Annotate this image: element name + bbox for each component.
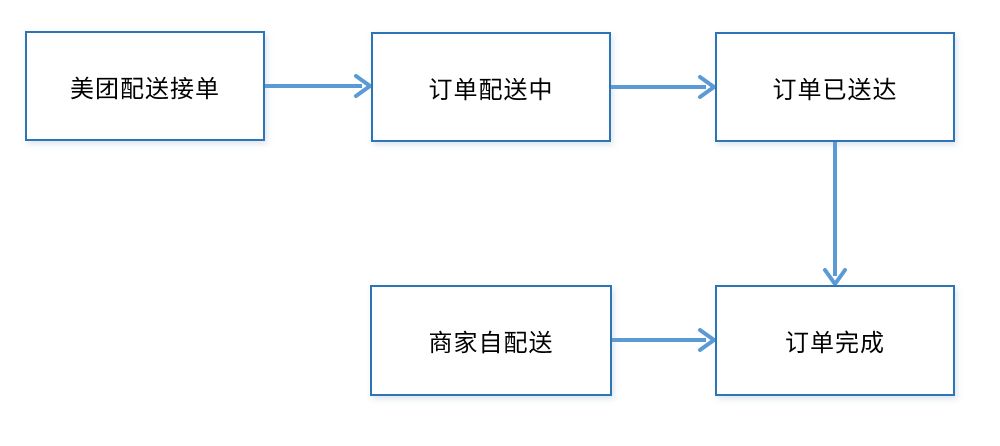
node-order-delivered[interactable]: 订单已送达 bbox=[715, 32, 955, 142]
node-label: 订单完成 bbox=[785, 330, 885, 357]
arrow-delivering-to-delivered bbox=[611, 75, 716, 99]
node-label: 订单配送中 bbox=[428, 76, 554, 104]
arrow-delivered-to-complete bbox=[823, 142, 847, 286]
node-order-delivering[interactable]: 订单配送中 bbox=[371, 32, 611, 142]
node-label: 美团配送接单 bbox=[70, 75, 220, 103]
node-label: 商家自配送 bbox=[428, 330, 554, 357]
node-label: 订单已送达 bbox=[772, 76, 898, 104]
node-meituan-delivery-accept[interactable]: 美团配送接单 bbox=[25, 31, 265, 141]
arrow-merchant-self-to-complete bbox=[612, 328, 716, 352]
node-order-complete[interactable]: 订单完成 bbox=[715, 285, 955, 396]
arrow-meituan-accept-to-delivering bbox=[265, 74, 372, 98]
node-merchant-self-delivery[interactable]: 商家自配送 bbox=[370, 285, 612, 396]
